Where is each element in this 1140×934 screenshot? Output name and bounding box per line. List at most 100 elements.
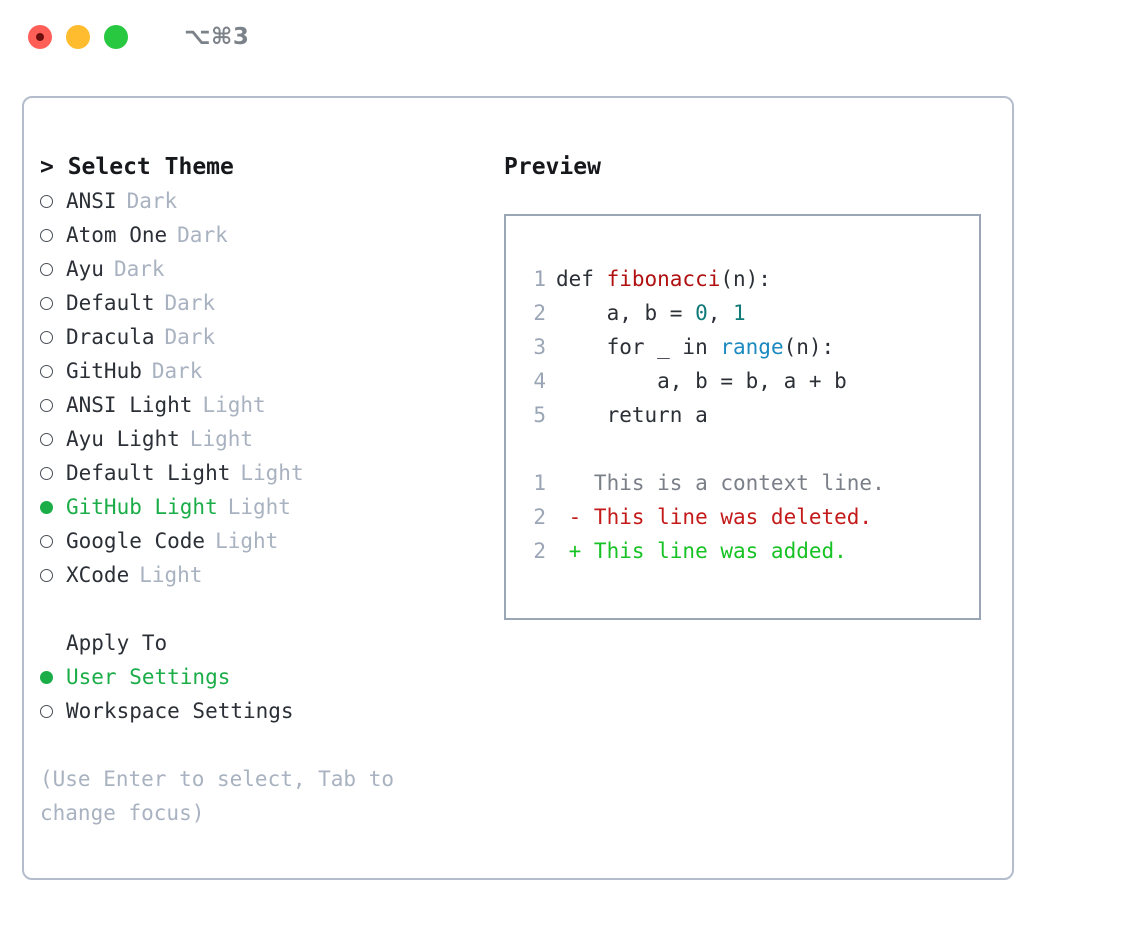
minimize-button[interactable] bbox=[66, 25, 90, 49]
unselected-bullet-icon bbox=[40, 422, 66, 456]
bullet-shape bbox=[40, 432, 53, 446]
code-token-plain: (n): bbox=[783, 335, 835, 359]
theme-option-label: Atom One bbox=[66, 223, 168, 247]
code-token-call: range bbox=[720, 335, 784, 359]
code-token-plain: return a bbox=[606, 403, 708, 427]
diff-line-context: 1 This is a context line. bbox=[524, 466, 979, 500]
code-line-text: def fibonacci(n): bbox=[556, 262, 771, 296]
apply-to-heading: Apply To bbox=[66, 631, 168, 655]
theme-option-3[interactable]: Default Dark bbox=[40, 286, 494, 320]
title-bar: ⌥⌘3 bbox=[0, 0, 1140, 74]
theme-option-1[interactable]: Atom One Dark bbox=[40, 218, 494, 252]
code-token-plain: a, b = bbox=[606, 301, 696, 325]
code-line-text: a, b = 0, 1 bbox=[556, 296, 746, 330]
code-token-plain: for _ in bbox=[606, 335, 721, 359]
selected-bullet-icon bbox=[40, 660, 66, 694]
theme-option-label: Google Code bbox=[66, 529, 206, 553]
bullet-shape bbox=[40, 296, 53, 310]
theme-category-tag: Light bbox=[240, 461, 304, 485]
bullet-shape bbox=[40, 534, 53, 548]
apply-to-option-1[interactable]: Workspace Settings bbox=[40, 694, 494, 728]
theme-option-label: ANSI Light bbox=[66, 393, 193, 417]
code-line-number: 1 bbox=[533, 267, 546, 291]
apply-to-option-0[interactable]: User Settings bbox=[40, 660, 494, 694]
diff-line-number: 2 bbox=[533, 539, 546, 563]
unselected-bullet-icon bbox=[40, 184, 66, 218]
keyboard-hint-text: (Use Enter to select, Tab to change focu… bbox=[40, 767, 395, 825]
diff-line-number: 1 bbox=[533, 471, 546, 495]
theme-option-7[interactable]: Ayu Light Light bbox=[40, 422, 494, 456]
bullet-shape bbox=[40, 568, 53, 582]
unselected-bullet-icon bbox=[40, 694, 66, 728]
unselected-bullet-icon bbox=[40, 286, 66, 320]
code-line-number: 4 bbox=[533, 369, 546, 393]
theme-option-label: GitHub bbox=[66, 359, 142, 383]
diff-line-text: - This line was deleted. bbox=[556, 505, 873, 529]
code-line-1: 1 def fibonacci(n): bbox=[524, 262, 979, 296]
theme-option-label: Dracula bbox=[66, 325, 155, 349]
code-line-2: 2 a, b = 0, 1 bbox=[524, 296, 979, 330]
code-line-4: 4 a, b = b, a + b bbox=[524, 364, 979, 398]
code-line-5: 5 return a bbox=[524, 398, 979, 432]
code-line-number: 3 bbox=[533, 335, 546, 359]
bullet-shape bbox=[40, 466, 53, 480]
unselected-bullet-icon bbox=[40, 252, 66, 286]
code-token-num: 0 bbox=[695, 301, 708, 325]
window-title: ⌥⌘3 bbox=[184, 24, 250, 50]
theme-category-tag: Light bbox=[189, 427, 254, 451]
list-spacer bbox=[40, 592, 494, 626]
theme-option-label: Default bbox=[66, 291, 155, 315]
code-line-text: return a bbox=[556, 398, 708, 432]
unselected-bullet-icon bbox=[40, 456, 66, 490]
unselected-bullet-icon bbox=[40, 524, 66, 558]
code-token-plain: a, b = b, a + b bbox=[657, 369, 847, 393]
code-token-num: 1 bbox=[733, 301, 746, 325]
apply-to-option-label: User Settings bbox=[66, 665, 231, 689]
maximize-button[interactable] bbox=[104, 25, 128, 49]
theme-option-0[interactable]: ANSI Dark bbox=[40, 184, 494, 218]
diff-line-deleted: 2 - This line was deleted. bbox=[524, 500, 979, 534]
unselected-bullet-icon bbox=[40, 218, 66, 252]
diff-line-number: 2 bbox=[533, 505, 546, 529]
bullet-shape bbox=[40, 500, 53, 514]
bullet-shape bbox=[40, 330, 53, 344]
bullet-shape bbox=[40, 228, 53, 242]
diff-line-text: + This line was added. bbox=[556, 539, 847, 563]
code-token-plain: , bbox=[707, 301, 734, 325]
diff-line-text: This is a context line. bbox=[556, 471, 885, 495]
select-theme-heading: > Select Theme bbox=[40, 154, 234, 180]
code-line-3: 3 for _ in range(n): bbox=[524, 330, 979, 364]
theme-category-tag: Dark bbox=[126, 189, 178, 213]
bullet-shape bbox=[40, 670, 53, 684]
bullet-shape bbox=[40, 704, 53, 718]
theme-category-tag: Dark bbox=[177, 223, 228, 247]
selected-bullet-icon bbox=[40, 490, 66, 524]
close-button[interactable] bbox=[28, 25, 52, 49]
diff-sample: 1 This is a context line.2 - This line w… bbox=[524, 466, 979, 568]
theme-category-tag: Dark bbox=[113, 257, 165, 281]
theme-category-tag: Dark bbox=[164, 291, 216, 315]
theme-category-tag: Light bbox=[215, 529, 279, 553]
theme-option-label: Ayu Light bbox=[66, 427, 180, 451]
bullet-shape bbox=[40, 364, 53, 378]
theme-option-label: XCode bbox=[66, 563, 130, 587]
preview-heading: Preview bbox=[504, 154, 601, 180]
theme-option-label: ANSI bbox=[66, 189, 117, 213]
theme-option-10[interactable]: Google Code Light bbox=[40, 524, 494, 558]
bullet-shape bbox=[40, 398, 53, 412]
